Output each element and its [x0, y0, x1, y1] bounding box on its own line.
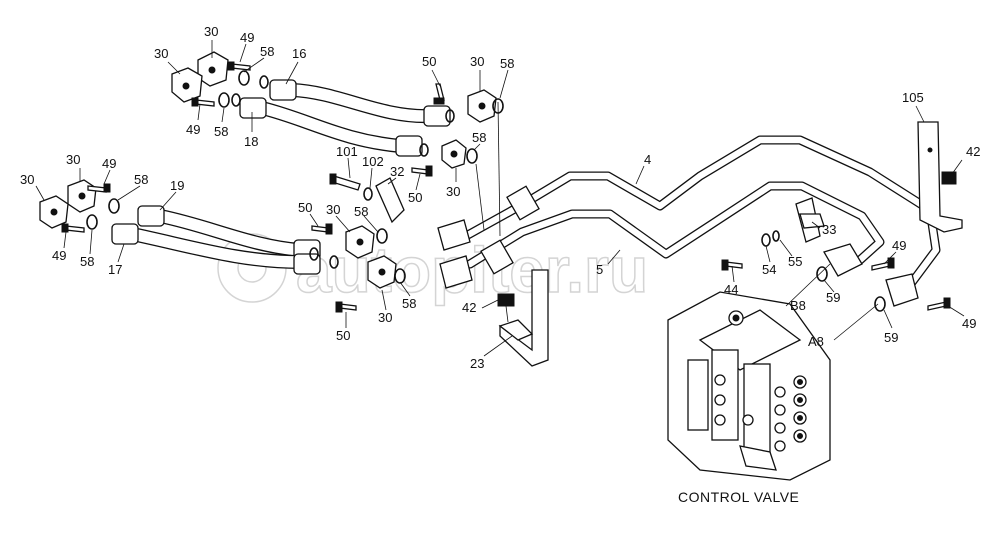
callout-B8: B8 [790, 298, 806, 313]
callout-50: 50 [422, 54, 436, 69]
callout-49: 49 [186, 122, 200, 137]
callout-33: 33 [822, 222, 836, 237]
callout-23: 23 [470, 356, 484, 371]
bracket-105 [917, 121, 963, 233]
callout-42: 42 [966, 144, 980, 159]
bracket-23 [497, 269, 549, 367]
callout-58: 58 [402, 296, 416, 311]
callout-101: 101 [336, 144, 358, 159]
callout-49: 49 [962, 316, 976, 331]
callout-A8: A8 [808, 334, 824, 349]
washers-54 [761, 230, 780, 247]
control-valve [667, 291, 831, 481]
callout-44: 44 [724, 282, 738, 297]
callout-30: 30 [378, 310, 392, 325]
callouts: 30 49 58 16 30 49 58 18 50 30 58 58 30 1… [20, 24, 980, 371]
callout-59: 59 [884, 330, 898, 345]
callout-49: 49 [240, 30, 254, 45]
hose-17 [111, 223, 321, 275]
callout-58: 58 [472, 130, 486, 145]
hose-16 [269, 79, 451, 127]
callout-17: 17 [108, 262, 122, 277]
callout-30: 30 [470, 54, 484, 69]
callout-59: 59 [826, 290, 840, 305]
clamp-32 [363, 177, 405, 224]
callout-30: 30 [20, 172, 34, 187]
callout-58: 58 [214, 124, 228, 139]
callout-30: 30 [204, 24, 218, 39]
callout-42: 42 [462, 300, 476, 315]
flange-30-lower-right [345, 225, 397, 289]
right-pipe-flanges [816, 243, 919, 312]
callout-5: 5 [596, 262, 603, 277]
hose-18 [239, 97, 423, 157]
pipe-5 [465, 181, 885, 269]
clamp-33 [795, 197, 825, 243]
callout-4: 4 [644, 152, 651, 167]
callout-30: 30 [154, 46, 168, 61]
flange-30-upper-right [441, 89, 497, 169]
callout-30: 30 [326, 202, 340, 217]
callout-50: 50 [336, 328, 350, 343]
bolts [61, 61, 951, 313]
callout-105: 105 [902, 90, 924, 105]
callout-55: 55 [788, 254, 802, 269]
pipe-end-fittings [437, 219, 473, 289]
control-valve-caption: CONTROL VALVE [678, 489, 799, 505]
callout-49: 49 [102, 156, 116, 171]
o-rings-58 [86, 70, 504, 284]
callout-58: 58 [80, 254, 94, 269]
callout-58: 58 [260, 44, 274, 59]
callout-30: 30 [66, 152, 80, 167]
leader-lines [35, 40, 965, 357]
valve-ports [714, 310, 807, 452]
callout-32: 32 [390, 164, 404, 179]
callout-50: 50 [408, 190, 422, 205]
callout-49: 49 [52, 248, 66, 263]
callout-54: 54 [762, 262, 776, 277]
pipe-clamp-upper [480, 185, 540, 275]
callout-19: 19 [170, 178, 184, 193]
callout-50: 50 [298, 200, 312, 215]
callout-58: 58 [134, 172, 148, 187]
callout-49: 49 [892, 238, 906, 253]
callout-102: 102 [362, 154, 384, 169]
callout-58: 58 [500, 56, 514, 71]
callout-18: 18 [244, 134, 258, 149]
callout-58: 58 [354, 204, 368, 219]
callout-16: 16 [292, 46, 306, 61]
callout-30: 30 [446, 184, 460, 199]
flange-30-upper-left [171, 51, 229, 103]
